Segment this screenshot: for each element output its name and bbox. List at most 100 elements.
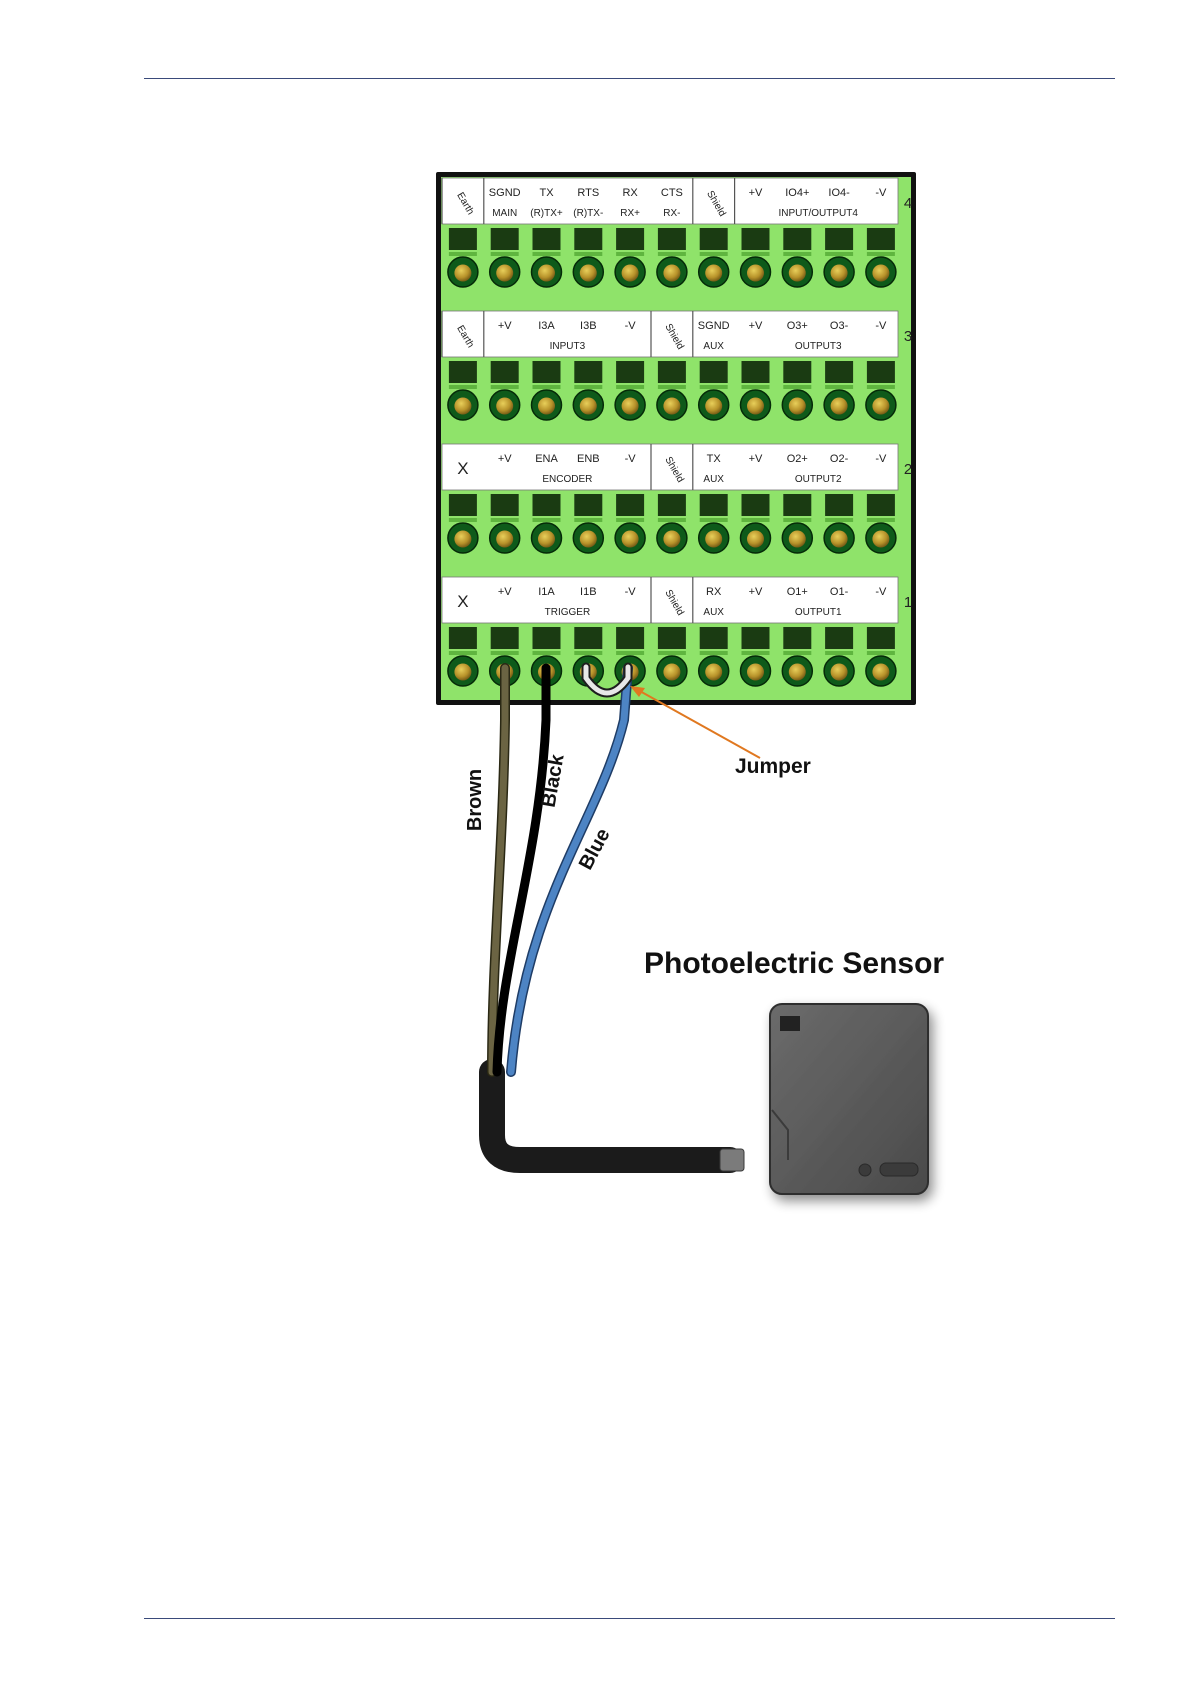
terminal-sublabel: (R)TX-: [573, 208, 603, 219]
group-label: INPUT3: [550, 341, 586, 352]
screw-head: [830, 397, 848, 415]
screw-head: [454, 530, 472, 548]
wire-slot: [825, 627, 854, 649]
group-label: OUTPUT3: [795, 341, 842, 352]
screw-head: [747, 397, 764, 415]
jumper-arrow: [637, 689, 761, 759]
wire-slot: [616, 361, 645, 383]
wire-slot: [741, 228, 770, 250]
screw-head: [830, 264, 848, 282]
sensor-title: Photoelectric Sensor: [644, 947, 944, 980]
screw-head: [538, 264, 555, 282]
wire-slot: [490, 494, 519, 516]
jumper-arrowhead: [630, 686, 645, 697]
screw-head: [788, 397, 806, 415]
footer-rule: [144, 1618, 1115, 1619]
photoelectric-sensor: [769, 1003, 929, 1195]
screw-head: [705, 397, 723, 415]
terminal-label: +V: [498, 586, 512, 598]
screw-head: [496, 530, 514, 548]
terminal-label: I1A: [538, 586, 555, 598]
black-wire: [492, 663, 551, 1077]
wire-slot: [616, 228, 645, 250]
terminal-label: -V: [625, 586, 637, 598]
group-label: INPUT/OUTPUT4: [778, 208, 858, 219]
screw-head: [830, 663, 848, 681]
terminal-sublabel: RX-: [663, 208, 680, 219]
wire-slot: [448, 361, 477, 383]
single-label: X: [457, 592, 468, 611]
screw-head: [621, 397, 639, 415]
wire-slot: [699, 494, 728, 516]
screw-head: [454, 264, 472, 282]
screw-head: [496, 397, 514, 415]
terminal-label: +V: [749, 586, 763, 598]
screw-head: [538, 530, 555, 548]
wire-slot: [783, 228, 812, 250]
terminal-label: CTS: [661, 187, 683, 199]
terminal-label: RX: [706, 586, 722, 598]
brown-wire-label: Brown: [464, 769, 486, 831]
screw-head: [830, 530, 848, 548]
wire-slot: [657, 228, 686, 250]
terminal-label: -V: [625, 320, 637, 332]
row-number: 2: [904, 461, 912, 478]
wire-slot: [532, 228, 561, 250]
wire-slot: [616, 494, 645, 516]
terminal-label: ENB: [577, 453, 600, 465]
screw-head: [621, 264, 639, 282]
sensor-mount-hole: [858, 1163, 872, 1177]
wire-slot: [657, 494, 686, 516]
wire-slot: [699, 228, 728, 250]
wire-slot: [448, 627, 477, 649]
single-label: X: [457, 459, 468, 478]
group-label: ENCODER: [542, 474, 592, 485]
terminal-label: O3+: [787, 320, 808, 332]
terminal-label: TX: [539, 187, 554, 199]
terminal-label: I3A: [538, 320, 555, 332]
wire-slot: [448, 494, 477, 516]
terminal-sublabel: (R)TX+: [530, 208, 563, 219]
terminal-label: O1-: [830, 586, 849, 598]
label-strip: [441, 177, 899, 225]
terminal-label: IO4-: [828, 187, 850, 199]
wire-slot: [532, 494, 561, 516]
terminal-label: RX: [622, 187, 638, 199]
wire-slot: [490, 627, 519, 649]
wire-slot: [448, 228, 477, 250]
label-strip: [441, 576, 899, 624]
terminal-label: -V: [875, 320, 887, 332]
row-number: 1: [904, 594, 912, 611]
wire-slot: [574, 228, 603, 250]
terminal-label: ENA: [535, 453, 558, 465]
wire-slot: [532, 627, 561, 649]
screw-head: [788, 530, 806, 548]
screw-head: [454, 397, 472, 415]
screw-head: [872, 663, 890, 681]
terminal-label: -V: [625, 453, 637, 465]
screw-head: [579, 397, 597, 415]
brown-wire: [488, 664, 509, 1076]
terminal-label: +V: [749, 187, 763, 199]
wire-slot: [490, 361, 519, 383]
sensor-slot: [879, 1162, 919, 1177]
terminal-label: O2-: [830, 453, 849, 465]
wire-slot: [574, 627, 603, 649]
wire-slot: [657, 627, 686, 649]
terminal-label: O2+: [787, 453, 808, 465]
wire-slot: [574, 494, 603, 516]
screw-head: [747, 663, 764, 681]
terminal-label: -V: [875, 187, 887, 199]
label-strip: [441, 310, 899, 358]
wire-slot: [866, 361, 895, 383]
screw-head: [872, 397, 890, 415]
jumper-wire: [583, 664, 631, 696]
row-number: 4: [904, 195, 912, 212]
screw-head: [705, 663, 723, 681]
screw-head: [579, 530, 597, 548]
blue-wire: [507, 664, 632, 1076]
group-label: TRIGGER: [545, 607, 591, 618]
